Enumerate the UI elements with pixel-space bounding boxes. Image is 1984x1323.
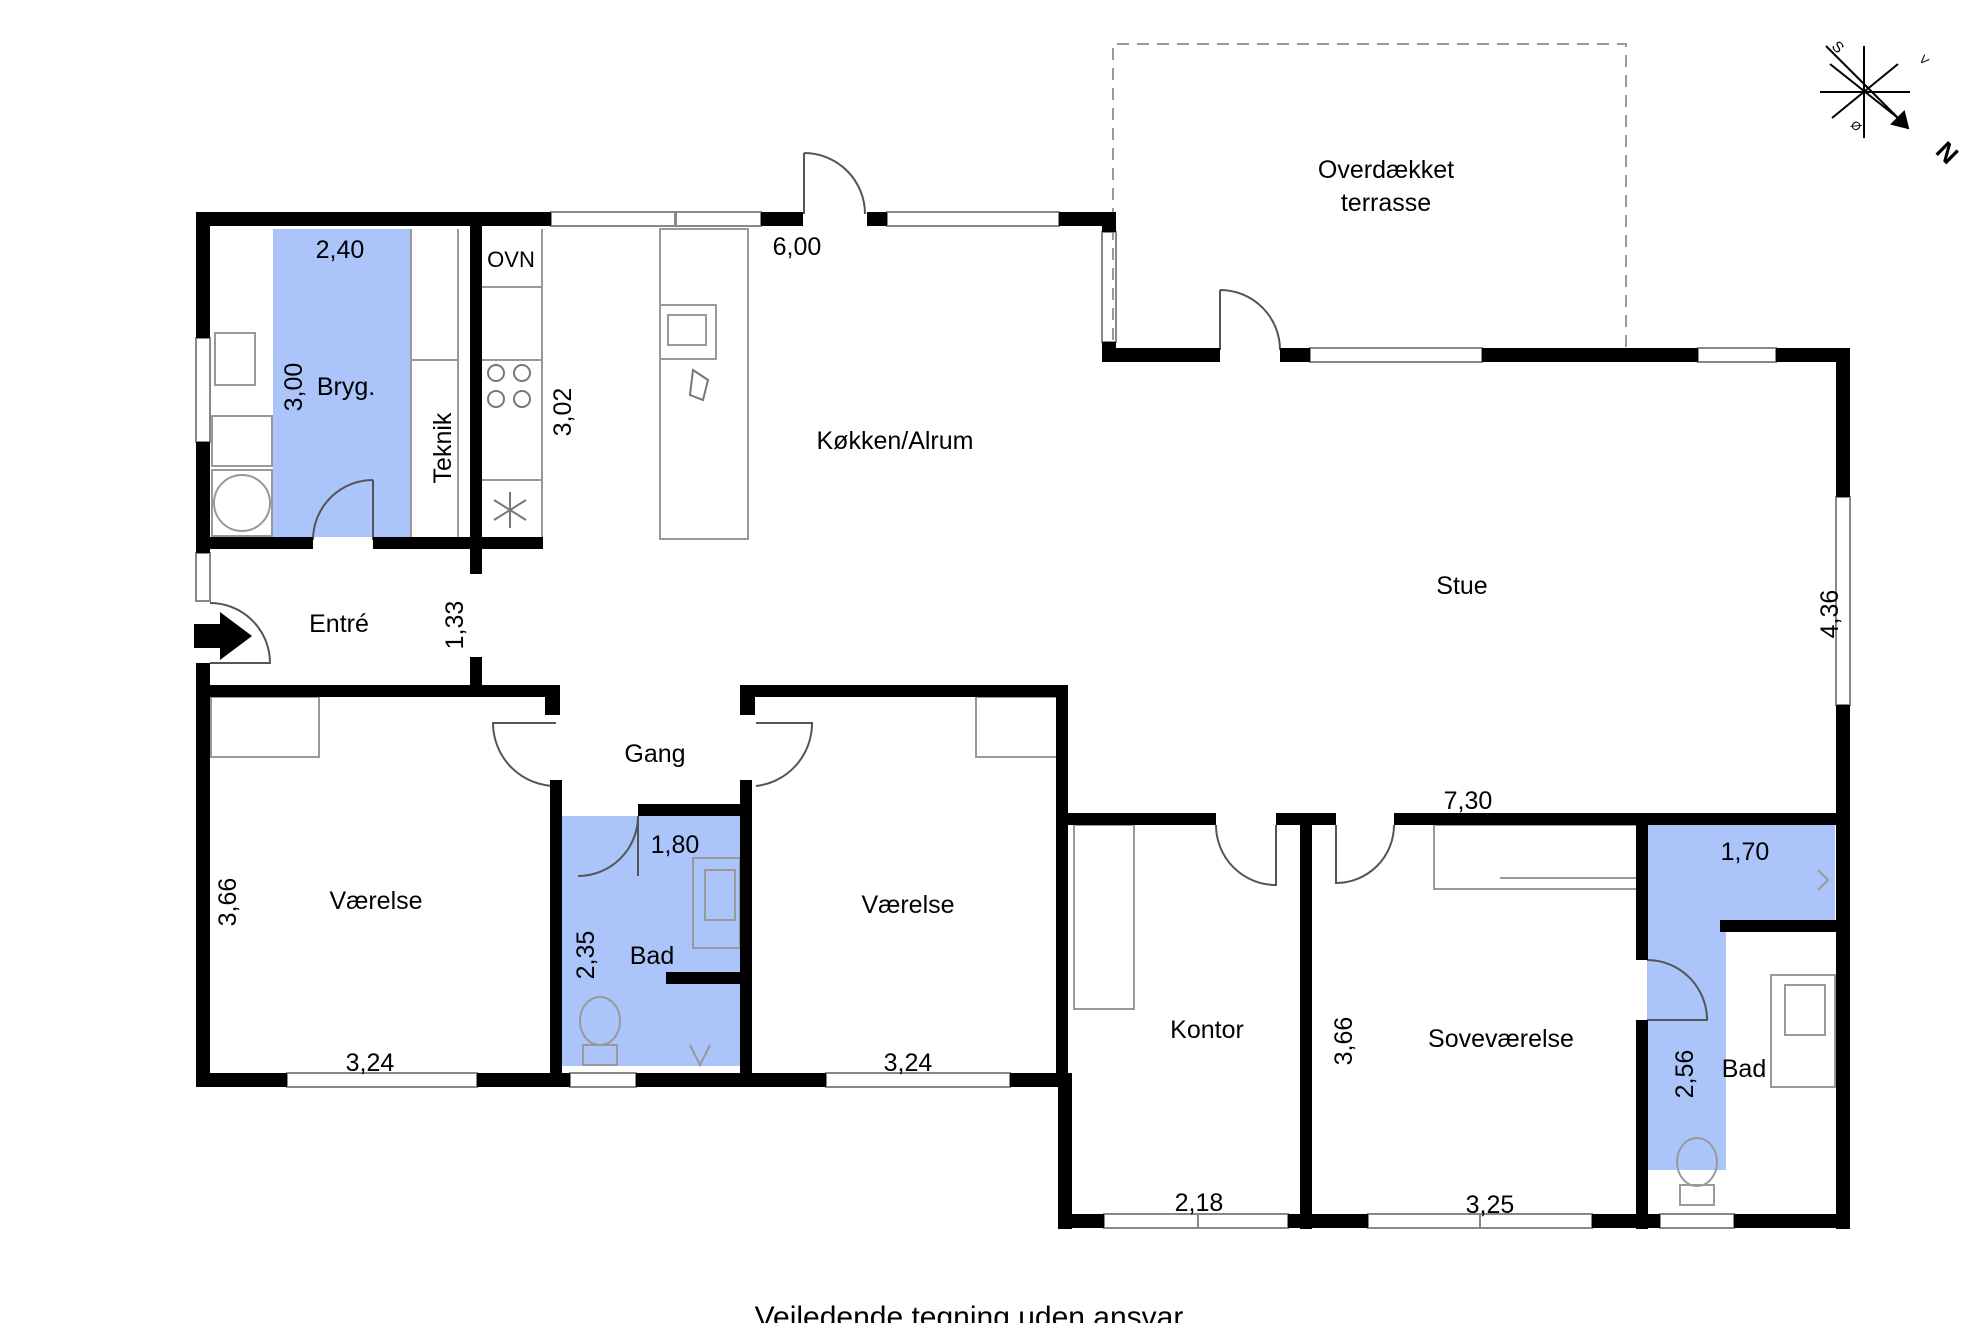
- freezer-icon: [493, 492, 527, 528]
- fixtures: [210, 228, 1836, 1206]
- compass-north-label: N: [1930, 135, 1964, 169]
- appliance-glyphs: [487, 364, 710, 528]
- room-label-terrasse-1: Overdækket: [1318, 156, 1454, 184]
- door-swings: [209, 152, 1709, 1021]
- compass-east-label: Ø: [1848, 118, 1865, 135]
- room-label-kokken: Køkken/Alrum: [817, 427, 974, 455]
- wet-room-fills: [273, 229, 1835, 1170]
- dim-entre-width: 1,33: [441, 601, 469, 650]
- bryggers-fill: [273, 229, 411, 537]
- entry-arrow-icon: [194, 612, 252, 660]
- room-label-ovn: OVN: [487, 247, 535, 272]
- dimension-labels: 2,40 3,00 3,02 6,00 1,33 4,36 7,30 3,66 …: [214, 233, 1844, 1219]
- bad-2-sink: [1770, 974, 1836, 1088]
- compass-west-label: V: [1916, 52, 1932, 68]
- wardrobe-sove: [1433, 824, 1643, 890]
- compass: [1820, 45, 1910, 138]
- room-label-stue: Stue: [1436, 572, 1487, 600]
- room-label-bryggers: Bryg.: [317, 373, 375, 401]
- sove-door-swing: [1335, 824, 1395, 885]
- disclaimer: Vejledende tegning uden ansvar: [755, 1301, 1184, 1323]
- wardrobe-vaerelse-1: [210, 696, 320, 758]
- kitchen-island: [659, 228, 749, 540]
- bryg-door-swing: [312, 479, 374, 541]
- stue-door-swing: [1219, 289, 1281, 351]
- stove-icon: [487, 364, 505, 382]
- bad-1-door-swing: [577, 815, 639, 877]
- room-label-bad-1: Bad: [630, 942, 674, 970]
- dim-bad1-width: 1,80: [651, 831, 700, 859]
- terrace-outline: [1112, 43, 1627, 352]
- vaerelse-2-door-swing: [755, 722, 814, 787]
- wardrobe-vaerelse-2: [975, 696, 1065, 758]
- room-labels: Bryg. Teknik OVN Køkken/Alrum Overdækket…: [309, 156, 1766, 1083]
- kontor-door-swing: [1215, 824, 1277, 887]
- dim-vaerelse1-width: 3,24: [346, 1049, 395, 1077]
- room-label-gang: Gang: [624, 740, 685, 768]
- compass-north-arrow-icon: [1890, 110, 1910, 130]
- utility-sink: [214, 332, 256, 386]
- dryer: [211, 469, 273, 537]
- room-label-teknik: Teknik: [429, 412, 457, 483]
- compass-south-label: S: [1828, 38, 1847, 57]
- room-label-terrasse-2: terrasse: [1341, 189, 1431, 217]
- bad-2-fill: [1647, 825, 1835, 1170]
- room-label-bad-2: Bad: [1722, 1055, 1766, 1083]
- dim-kitchen-depth: 3,02: [549, 388, 577, 437]
- dim-kitchen-width: 6,00: [773, 233, 822, 261]
- room-label-vaerelse-2: Værelse: [861, 891, 954, 919]
- walls: [196, 212, 1850, 1229]
- dim-vaerelse1-depth: 3,66: [214, 878, 242, 927]
- entry-door-swing: [209, 602, 272, 664]
- vaerelse-1-door-swing: [491, 722, 557, 787]
- dim-stue-depth: 4,36: [1816, 590, 1844, 639]
- wardrobe-kontor: [1073, 824, 1135, 1010]
- room-label-vaerelse-1: Værelse: [329, 887, 422, 915]
- dim-sove-width: 3,25: [1466, 1191, 1515, 1219]
- terrace-door-swing: [803, 152, 866, 215]
- room-label-sovevaerelse: Soveværelse: [1428, 1025, 1574, 1053]
- bad-2-door-swing: [1646, 959, 1709, 1021]
- dim-bryg-depth: 3,00: [280, 363, 308, 412]
- room-label-entre: Entré: [309, 610, 369, 638]
- washer: [211, 415, 273, 467]
- dim-bryg-width: 2,40: [316, 236, 365, 264]
- kitchen-sink: [659, 304, 717, 360]
- room-label-kontor: Kontor: [1170, 1016, 1244, 1044]
- dim-bad2-depth: 2,56: [1671, 1050, 1699, 1099]
- dim-vaerelse2-width: 3,24: [884, 1049, 933, 1077]
- dim-stue-width: 7,30: [1444, 787, 1493, 815]
- dim-bad1-depth: 2,35: [572, 931, 600, 980]
- dim-kontor-width: 2,18: [1175, 1189, 1224, 1217]
- dim-bad2-width: 1,70: [1721, 838, 1770, 866]
- dim-sove-depth: 3,66: [1330, 1017, 1358, 1066]
